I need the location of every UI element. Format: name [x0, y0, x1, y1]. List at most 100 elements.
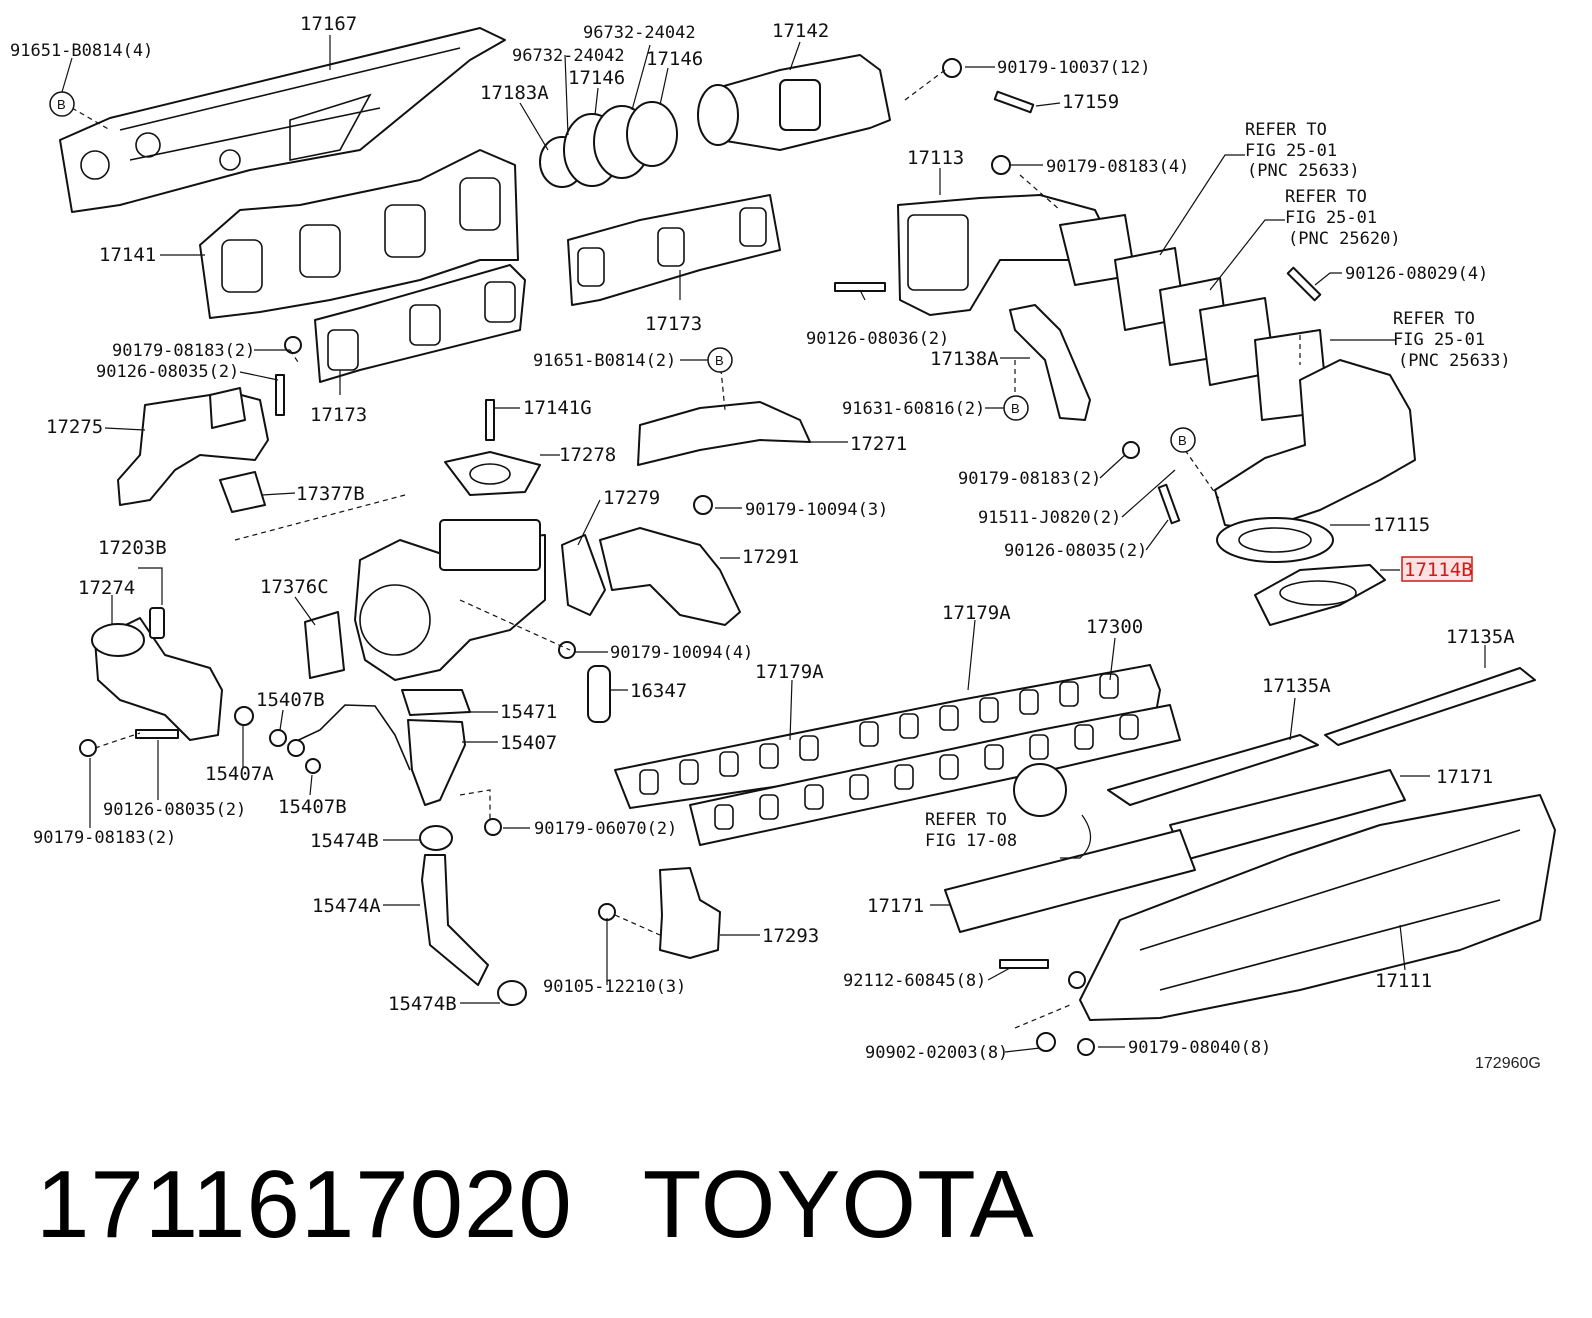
part-labels: 17167 91651-B0814(4) 96732-24042 96732-2… — [10, 13, 1515, 1063]
label-17111[interactable]: 17111 — [1375, 970, 1432, 992]
label-17179A-a[interactable]: 17179A — [942, 602, 1011, 624]
label-15474A[interactable]: 15474A — [312, 895, 381, 917]
label-17376C[interactable]: 17376C — [260, 576, 329, 598]
label-90126-08035-2-a[interactable]: 90126-08035(2) — [96, 362, 239, 382]
label-17203B[interactable]: 17203B — [98, 537, 167, 559]
label-90179-08040[interactable]: 90179-08040(8) — [1128, 1038, 1271, 1058]
label-15407B-a[interactable]: 15407B — [256, 689, 325, 711]
label-90179-10094-3[interactable]: 90179-10094(3) — [745, 500, 888, 520]
label-17135A-a[interactable]: 17135A — [1446, 626, 1515, 648]
label-90179-08183-2-c[interactable]: 90179-08183(2) — [33, 828, 176, 848]
svg-text:REFER TO: REFER TO — [925, 810, 1007, 830]
label-17275[interactable]: 17275 — [46, 416, 103, 438]
label-17114B[interactable]: 17114B — [1404, 559, 1473, 581]
label-17141[interactable]: 17141 — [99, 244, 156, 266]
label-17141G[interactable]: 17141G — [523, 397, 592, 419]
label-15471[interactable]: 15471 — [500, 701, 557, 723]
label-17159[interactable]: 17159 — [1062, 91, 1119, 113]
label-90179-08183-2-a[interactable]: 90179-08183(2) — [112, 341, 255, 361]
label-17274[interactable]: 17274 — [78, 577, 135, 599]
label-15474B-b[interactable]: 15474B — [388, 993, 457, 1015]
gasket-16347 — [587, 665, 611, 723]
label-17173-a[interactable]: 17173 — [310, 404, 367, 426]
svg-text:(PNC 25633): (PNC 25633) — [1398, 351, 1511, 371]
label-17135A-b[interactable]: 17135A — [1262, 675, 1331, 697]
label-17377B[interactable]: 17377B — [296, 483, 365, 505]
insulator-17271 — [637, 401, 811, 466]
refer-note-2[interactable]: REFER TO FIG 25-01 (PNC 25620) — [1285, 187, 1401, 249]
seal-rings — [539, 101, 678, 188]
label-91651-b0814-4[interactable]: 91651-B0814(4) — [10, 41, 153, 61]
label-17171-a[interactable]: 17171 — [1436, 766, 1493, 788]
rail-17135A-b — [1324, 667, 1536, 746]
label-17146-b[interactable]: 17146 — [646, 48, 703, 70]
label-17279[interactable]: 17279 — [603, 487, 660, 509]
union-15407 — [407, 719, 466, 806]
gasket-ports — [639, 673, 1139, 830]
bracket-17138A — [1009, 304, 1091, 421]
label-17300[interactable]: 17300 — [1086, 616, 1143, 638]
label-15407B-b[interactable]: 15407B — [278, 796, 347, 818]
assembly-lines — [71, 69, 1301, 1029]
label-15474B-a[interactable]: 15474B — [310, 830, 379, 852]
label-90126-08036[interactable]: 90126-08036(2) — [806, 329, 949, 349]
bubble-b-4: B — [1170, 427, 1196, 453]
bubbles: B B B B — [49, 91, 1196, 453]
label-90902-02003[interactable]: 90902-02003(8) — [865, 1043, 1008, 1063]
intake-gaskets — [614, 664, 1181, 846]
clamp-15474B-a — [419, 825, 453, 851]
refer-note-3[interactable]: REFER TO FIG 25-01 (PNC 25633) — [1393, 309, 1511, 371]
refer-note-1[interactable]: REFER TO FIG 25-01 (PNC 25633) — [1245, 120, 1360, 181]
label-90126-08029[interactable]: 90126-08029(4) — [1345, 264, 1488, 284]
label-17291[interactable]: 17291 — [742, 546, 799, 568]
label-91631-60816[interactable]: 91631-60816(2) — [842, 399, 985, 419]
rail-17135A-a — [1107, 734, 1319, 806]
refer-note-4[interactable]: REFER TO FIG 17-08 — [925, 810, 1017, 851]
label-17183A[interactable]: 17183A — [480, 82, 549, 104]
label-91651-b0814-2[interactable]: 91651-B0814(2) — [533, 351, 676, 371]
label-90179-06070[interactable]: 90179-06070(2) — [534, 819, 677, 839]
gasket-15471 — [401, 689, 471, 716]
label-17293[interactable]: 17293 — [762, 925, 819, 947]
label-15407[interactable]: 15407 — [500, 732, 557, 754]
label-17271[interactable]: 17271 — [850, 433, 907, 455]
exhaust-pipe-17115 — [1214, 359, 1416, 531]
label-17146-a[interactable]: 17146 — [568, 67, 625, 89]
label-91511-j0820[interactable]: 91511-J0820(2) — [978, 508, 1121, 528]
label-17142[interactable]: 17142 — [772, 20, 829, 42]
svg-text:FIG 25-01: FIG 25-01 — [1285, 208, 1377, 228]
label-17173-b[interactable]: 17173 — [645, 313, 702, 335]
caption-part-number: 1711617020 — [36, 1151, 573, 1258]
label-17179A-b[interactable]: 17179A — [755, 661, 824, 683]
label-90179-10037[interactable]: 90179-10037(12) — [997, 58, 1151, 78]
heat-insulator-17167 — [59, 27, 506, 213]
label-17115[interactable]: 17115 — [1373, 514, 1430, 536]
label-90179-08183-4[interactable]: 90179-08183(4) — [1046, 157, 1189, 177]
label-90179-08183-2-b[interactable]: 90179-08183(2) — [958, 469, 1101, 489]
label-92112-60845[interactable]: 92112-60845(8) — [843, 971, 986, 991]
label-96732-24042-a[interactable]: 96732-24042 — [583, 23, 696, 43]
label-90105-12210[interactable]: 90105-12210(3) — [543, 977, 686, 997]
label-96732-24042-b[interactable]: 96732-24042 — [512, 46, 625, 66]
hose-15474A — [421, 854, 489, 986]
svg-text:B: B — [715, 353, 724, 368]
gasket-17173-b — [567, 194, 781, 306]
svg-text:FIG 25-01: FIG 25-01 — [1245, 141, 1337, 161]
label-17138A[interactable]: 17138A — [930, 348, 999, 370]
clamp-15474B-b — [497, 980, 527, 1006]
label-15407A[interactable]: 15407A — [205, 763, 274, 785]
label-16347[interactable]: 16347 — [630, 680, 687, 702]
svg-text:(PNC 25633): (PNC 25633) — [1247, 161, 1360, 181]
label-17278[interactable]: 17278 — [559, 444, 616, 466]
label-17113[interactable]: 17113 — [907, 147, 964, 169]
label-17171-b[interactable]: 17171 — [867, 895, 924, 917]
label-17167[interactable]: 17167 — [300, 13, 357, 35]
leader-lines — [61, 35, 1486, 1053]
bubble-b-2: B — [707, 347, 733, 373]
label-90126-08035-2-b[interactable]: 90126-08035(2) — [1004, 541, 1147, 561]
label-90179-10094-4[interactable]: 90179-10094(4) — [610, 643, 753, 663]
highlighted-part-17114B[interactable]: 17114B — [1401, 556, 1473, 582]
svg-text:REFER TO: REFER TO — [1393, 309, 1475, 329]
label-90126-08035-2-c[interactable]: 90126-08035(2) — [103, 800, 246, 820]
